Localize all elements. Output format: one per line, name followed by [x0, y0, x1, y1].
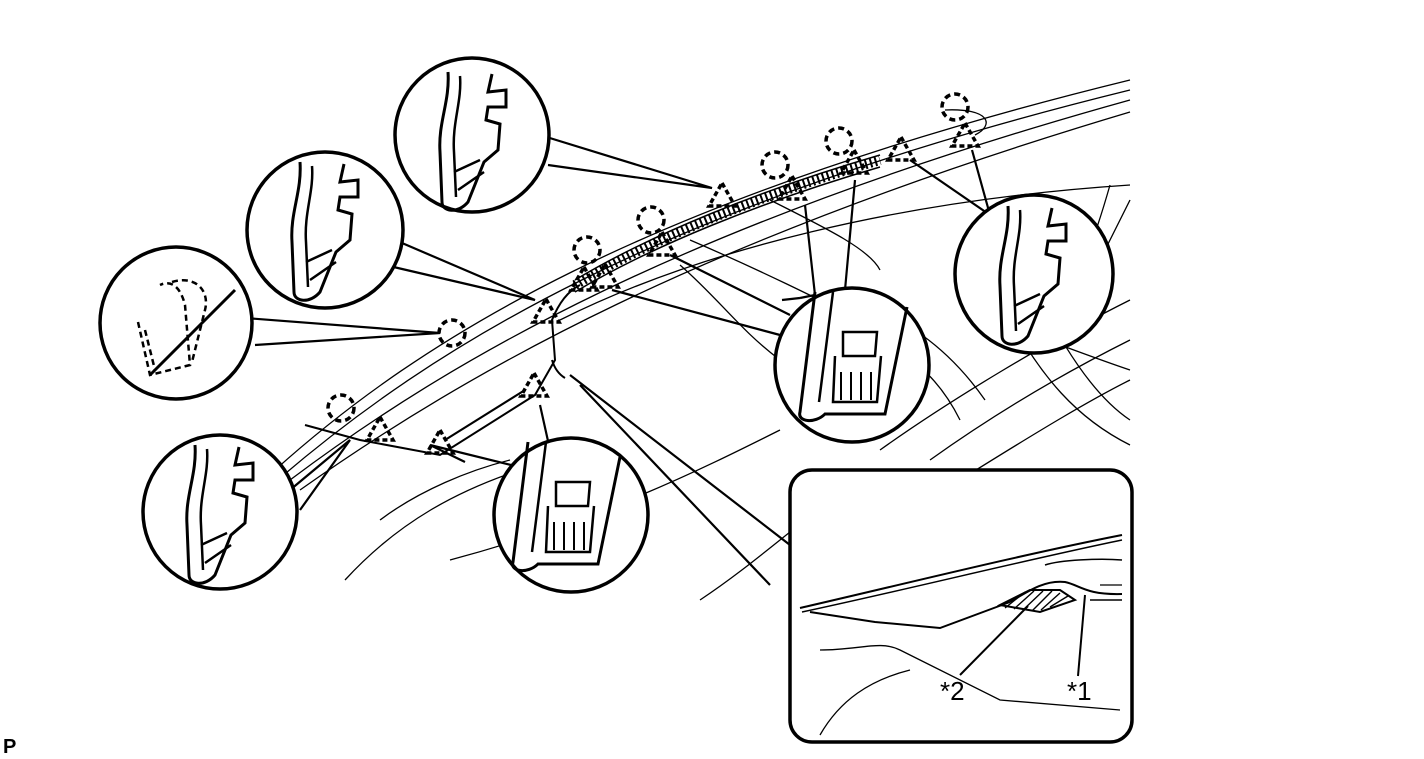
callout-label-1: *1	[1067, 676, 1092, 706]
detail-inset-box: *2 *1	[788, 468, 1134, 744]
detail-circle-bottom-left	[141, 433, 299, 591]
detail-circle-left	[98, 245, 254, 401]
detail-circle-bottom-middle	[492, 436, 650, 594]
detail-circle-far-right	[953, 193, 1115, 355]
detail-circle-second	[245, 150, 405, 310]
detail-circle-right-middle	[773, 286, 931, 444]
detail-circle-top	[393, 56, 551, 214]
callout-label-2: *2	[940, 676, 965, 706]
corner-mark: P	[3, 736, 17, 758]
